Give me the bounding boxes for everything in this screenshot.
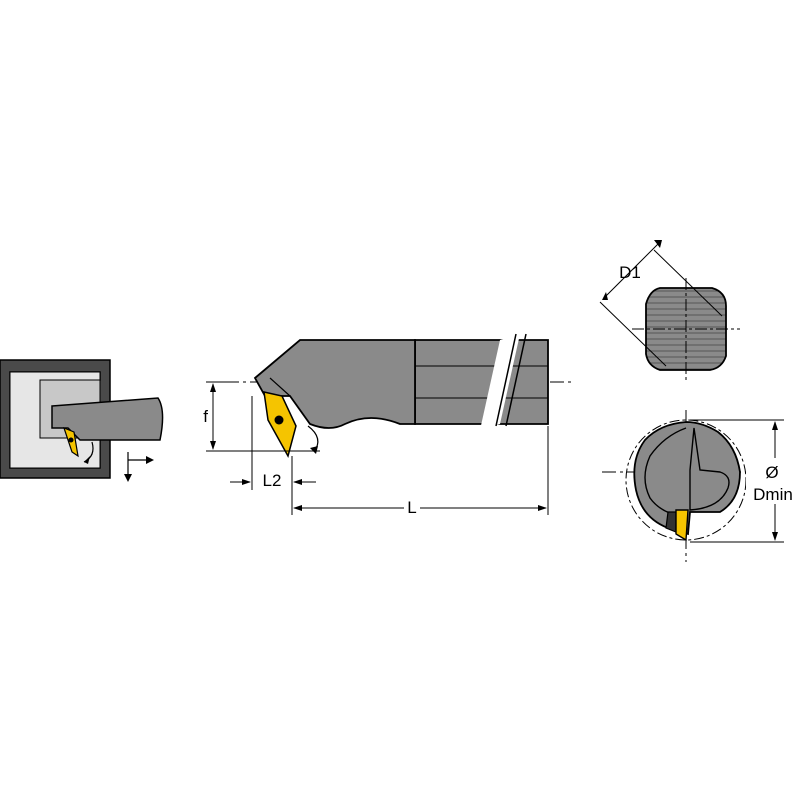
feed-arrowhead-right <box>146 456 154 464</box>
D1-arrow-1 <box>602 292 608 300</box>
f-label: f <box>203 407 208 426</box>
bar-head <box>253 339 416 429</box>
usage-view <box>0 359 164 482</box>
front-insert <box>675 509 689 542</box>
L2-label: L2 <box>263 471 282 490</box>
rotation-arrowhead <box>310 446 318 454</box>
D1-extension-1 <box>653 249 723 317</box>
shank-section-view: D1 <box>599 240 740 380</box>
break-mark <box>480 334 520 430</box>
Dmin-arrow-bottom <box>772 532 778 541</box>
front-shank-outline <box>689 427 730 511</box>
front-shank-left <box>644 427 687 517</box>
front-head <box>633 421 741 536</box>
L-label: L <box>407 498 416 517</box>
front-insert-holder <box>665 511 677 533</box>
usage-insert-screw <box>68 437 74 443</box>
side-view: f L2 L <box>203 333 575 517</box>
break-line-2 <box>505 333 527 427</box>
D1-dimension-line <box>603 241 661 299</box>
D1-arrow-2 <box>654 240 662 248</box>
bar-shank <box>414 339 549 425</box>
diameter-symbol-label: Ø <box>765 463 778 482</box>
L-arrow-right <box>538 505 547 511</box>
Dmin-label-bg <box>746 458 800 504</box>
f-arrow-top <box>210 383 216 392</box>
D1-label: D1 <box>619 263 641 282</box>
D1-extension-2 <box>599 301 667 367</box>
usage-rotation-arrowhead <box>84 456 90 464</box>
head-edge-line <box>269 377 291 397</box>
L2-arrow-left <box>242 479 251 485</box>
L-arrow-left <box>293 505 302 511</box>
f-arrow-bottom <box>210 441 216 450</box>
Dmin-label: Dmin <box>753 485 793 504</box>
Dmin-arrow-top <box>772 421 778 430</box>
break-line-1 <box>495 333 517 427</box>
front-view: Ø Dmin <box>602 410 800 562</box>
L2-arrow-right <box>293 479 302 485</box>
side-insert-screw <box>274 415 284 425</box>
feed-arrowhead-down <box>124 474 132 482</box>
L-label-bg <box>404 497 420 517</box>
